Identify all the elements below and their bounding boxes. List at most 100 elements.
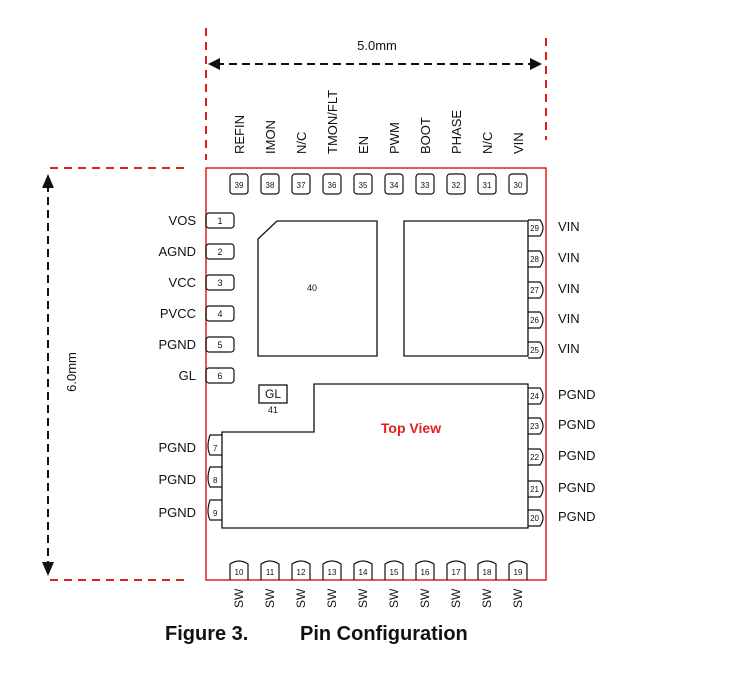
pin-39-number: 39 <box>235 181 244 190</box>
pin-22-pad <box>528 448 544 466</box>
pin-3-number: 3 <box>217 278 222 288</box>
pin-4-number: 4 <box>217 309 222 319</box>
pin-34-pad <box>384 173 404 195</box>
pad-41-number: 41 <box>268 405 278 415</box>
figure-title: Pin Configuration <box>300 623 468 645</box>
pin-39-pad <box>229 173 249 195</box>
pin-4-pad <box>205 305 235 322</box>
pin-35-number: 35 <box>359 181 368 190</box>
pin-7-pad <box>207 434 222 456</box>
pin-36-name: TMON/FLT <box>325 90 340 154</box>
dimension-width-arrow-right <box>530 58 542 70</box>
pin-16-name: SW <box>418 588 432 608</box>
pin-35-name: EN <box>356 136 371 154</box>
pin-27-pad <box>528 281 544 299</box>
pin-10-number: 10 <box>235 568 244 577</box>
pin-12-name: SW <box>294 588 308 608</box>
pin-17-number: 17 <box>452 568 461 577</box>
pin-18-number: 18 <box>483 568 492 577</box>
pin-33-number: 33 <box>421 181 430 190</box>
dimension-width-arrow-left <box>208 58 220 70</box>
dimension-height-label: 6.0mm <box>64 352 79 392</box>
pin-23-name: PGND <box>558 417 596 432</box>
pin-10-pad <box>229 560 249 580</box>
pad-40-number: 40 <box>307 283 317 293</box>
pin-2-name: AGND <box>158 244 196 259</box>
pin-36-pad <box>322 173 342 195</box>
pin-30-pad <box>508 173 528 195</box>
pin-14-pad <box>353 560 373 580</box>
pad-41-label: GL <box>265 387 281 401</box>
pin-38-pad <box>260 173 280 195</box>
pin-29-number: 29 <box>530 224 539 233</box>
pin-10-name: SW <box>232 588 246 608</box>
pin-35-pad <box>353 173 373 195</box>
pin-3-name: VCC <box>169 275 196 290</box>
pin-27-name: VIN <box>558 281 580 296</box>
pin-28-number: 28 <box>530 255 539 264</box>
pin-18-name: SW <box>480 588 494 608</box>
pin-33-name: BOOT <box>418 117 433 154</box>
pin-25-number: 25 <box>530 346 539 355</box>
pad-40 <box>257 220 378 357</box>
pin-2-pad <box>205 243 235 260</box>
pin-6-number: 6 <box>217 371 222 381</box>
pin-26-pad <box>528 311 544 329</box>
pin-32-number: 32 <box>452 181 461 190</box>
pin-39-name: REFIN <box>232 115 247 154</box>
pin-2-number: 2 <box>217 247 222 257</box>
pin-33-pad <box>415 173 435 195</box>
top-view-label: Top View <box>381 420 441 436</box>
pin-11-pad <box>260 560 280 580</box>
pin-21-pad <box>528 480 544 498</box>
pin-14-name: SW <box>356 588 370 608</box>
pin-11-number: 11 <box>266 568 275 577</box>
pin-37-name: N/C <box>294 132 309 154</box>
pin-28-pad <box>528 250 544 268</box>
pin-1-name: VOS <box>169 213 197 228</box>
pin-5-pad <box>205 336 235 353</box>
pin-20-number: 20 <box>530 514 539 523</box>
pin-7-name: PGND <box>158 440 196 455</box>
pin-7-number: 7 <box>213 444 218 453</box>
pin-19-pad <box>508 560 528 580</box>
pin-19-name: SW <box>511 588 525 608</box>
pin-37-pad <box>291 173 311 195</box>
figure-number: Figure 3. <box>165 623 249 645</box>
pin-9-number: 9 <box>213 509 218 518</box>
dimension-width: 5.0mm <box>205 28 547 160</box>
pin-37-number: 37 <box>297 181 306 190</box>
pin-34-number: 34 <box>390 181 399 190</box>
pin-15-pad <box>384 560 404 580</box>
pin-30-number: 30 <box>514 181 523 190</box>
pin-31-number: 31 <box>483 181 492 190</box>
pin-15-name: SW <box>387 588 401 608</box>
pin-17-pad <box>446 560 466 580</box>
pin-14-number: 14 <box>359 568 368 577</box>
pin-9-pad <box>207 499 222 521</box>
pin-11-name: SW <box>263 588 277 608</box>
pin-32-name: PHASE <box>449 110 464 154</box>
pin-5-number: 5 <box>217 340 222 350</box>
pad-sw <box>221 383 529 529</box>
dimension-height-arrow-top <box>42 174 54 188</box>
pin-31-pad <box>477 173 497 195</box>
pin-20-pad <box>528 509 544 527</box>
package-outline <box>205 167 547 581</box>
pin-1-number: 1 <box>217 216 222 226</box>
dimension-height: 6.0mm <box>42 167 186 581</box>
pin-16-pad <box>415 560 435 580</box>
pin-19-number: 19 <box>514 568 523 577</box>
pin-17-name: SW <box>449 588 463 608</box>
dimension-width-label: 5.0mm <box>357 38 397 53</box>
pin-6-pad <box>205 367 235 384</box>
pin-8-name: PGND <box>158 472 196 487</box>
pin-8-pad <box>207 466 222 488</box>
pin-24-pad <box>528 387 544 405</box>
pin-32-pad <box>446 173 466 195</box>
pin-38-name: IMON <box>263 120 278 154</box>
pin-24-name: PGND <box>558 387 596 402</box>
pin-13-name: SW <box>325 588 339 608</box>
pad-vin <box>403 220 529 357</box>
